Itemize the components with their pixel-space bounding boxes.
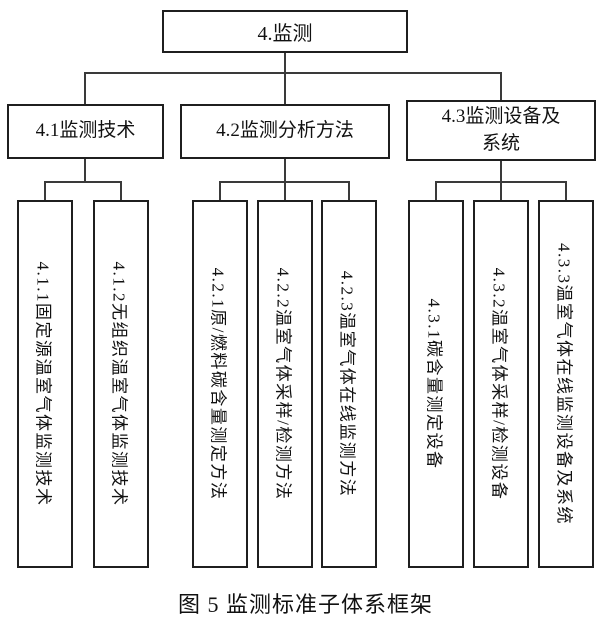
connector-vertical — [84, 72, 86, 104]
connector-vertical — [500, 181, 502, 200]
leaf-node-4-1-2: 4.1.2无组织温室气体监测技术 — [93, 200, 149, 568]
connector-horizontal — [44, 181, 122, 183]
node-4-monitoring: 4.监测 — [162, 10, 408, 53]
leaf-node-4-3-1: 4.3.1碳含量测定设备 — [408, 200, 464, 568]
branch-node-4-1: 4.1监测技术 — [7, 104, 164, 159]
connector-vertical — [348, 181, 350, 200]
node-label: 4.1.1固定源温室气体监测技术 — [33, 261, 53, 507]
figure-caption: 图 5 监测标准子体系框架 — [177, 592, 433, 617]
node-label: 4.3.2温室气体采样/检测设备 — [489, 267, 509, 501]
leaf-node-4-3-2: 4.3.2温室气体采样/检测设备 — [473, 200, 529, 568]
connector-vertical — [500, 72, 502, 101]
connector-vertical — [44, 181, 46, 200]
node-label: 4.3.1碳含量测定设备 — [424, 298, 444, 470]
leaf-node-4-1-1: 4.1.1固定源温室气体监测技术 — [17, 200, 73, 568]
node-label: 4.监测 — [257, 23, 313, 45]
node-label: 4.1监测技术 — [35, 120, 136, 142]
connector-horizontal — [84, 72, 502, 74]
connector-vertical — [120, 181, 122, 200]
connector-vertical — [565, 181, 567, 200]
connector-vertical — [219, 181, 221, 200]
node-label: 4.2.1原/燃料碳含量测定方法 — [208, 267, 228, 501]
node-label: 4.2监测分析方法 — [216, 120, 354, 142]
leaf-node-4-2-1: 4.2.1原/燃料碳含量测定方法 — [192, 200, 248, 568]
connector-vertical — [284, 181, 286, 200]
node-label: 4.1.2无组织温室气体监测技术 — [109, 261, 129, 507]
connector-vertical — [284, 53, 286, 73]
connector-vertical — [500, 161, 502, 183]
leaf-node-4-3-3: 4.3.3温室气体在线监测设备及系统 — [538, 200, 594, 568]
connector-vertical — [435, 181, 437, 200]
leaf-node-4-2-2: 4.2.2温室气体采样/检测方法 — [257, 200, 313, 568]
node-label: 4.2.3温室气体在线监测方法 — [337, 270, 357, 498]
branch-node-4-2: 4.2监测分析方法 — [180, 104, 390, 159]
branch-node-4-3: 4.3监测设备及 系统 — [406, 100, 596, 161]
connector-vertical — [284, 72, 286, 104]
node-label: 4.3.3温室气体在线监测设备及系统 — [554, 243, 574, 525]
leaf-node-4-2-3: 4.2.3温室气体在线监测方法 — [321, 200, 377, 568]
connector-vertical — [84, 159, 86, 183]
node-label: 4.2.2温室气体采样/检测方法 — [273, 267, 293, 501]
node-label: 4.3监测设备及 系统 — [441, 105, 561, 154]
connector-vertical — [284, 159, 286, 183]
